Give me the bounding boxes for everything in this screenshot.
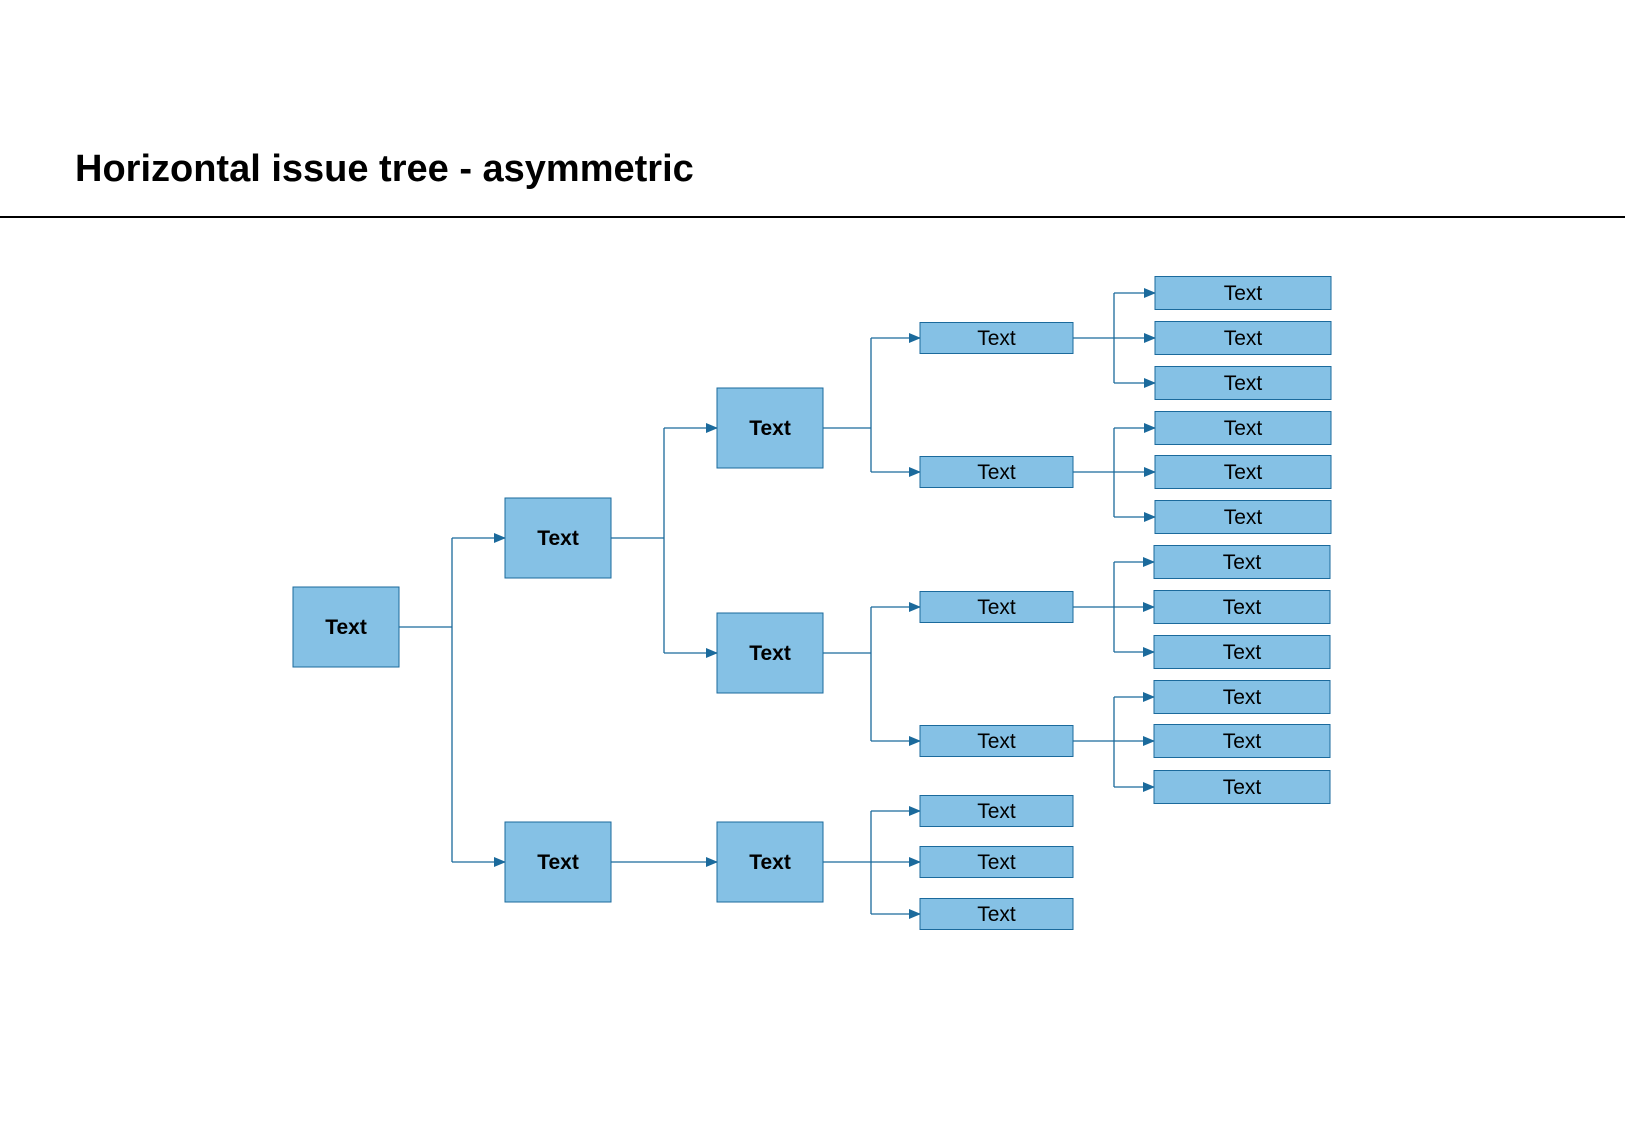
tree-node-box bbox=[919, 725, 1074, 757]
tree-node-label: Text bbox=[977, 327, 1016, 350]
tree-node-label: Text bbox=[749, 851, 791, 874]
tree-node-box bbox=[716, 387, 824, 469]
tree-node: Text bbox=[919, 591, 1074, 623]
tree-node-box bbox=[1153, 590, 1331, 624]
tree-node-box bbox=[919, 795, 1074, 827]
tree-node-box bbox=[1154, 321, 1332, 355]
tree-node-box bbox=[919, 846, 1074, 878]
tree-node-box bbox=[1153, 635, 1331, 669]
tree-node-box bbox=[1153, 770, 1331, 804]
tree-node: Text bbox=[1153, 590, 1331, 624]
tree-node-label: Text bbox=[1223, 686, 1262, 709]
title-divider bbox=[0, 216, 1625, 218]
tree-node: Text bbox=[504, 497, 612, 579]
tree-node: Text bbox=[919, 795, 1074, 827]
tree-node: Text bbox=[1153, 724, 1331, 758]
tree-node-label: Text bbox=[977, 461, 1016, 484]
tree-node-box bbox=[504, 821, 612, 903]
tree-node-box bbox=[1154, 500, 1332, 534]
tree-node-box bbox=[1153, 680, 1331, 714]
tree-node-label: Text bbox=[977, 851, 1016, 874]
tree-node-label: Text bbox=[1223, 776, 1262, 799]
nodes: TextTextTextTextTextTextTextTextTextText… bbox=[292, 276, 1332, 930]
tree-node-label: Text bbox=[977, 730, 1016, 753]
tree-node: Text bbox=[919, 846, 1074, 878]
tree-node-label: Text bbox=[1224, 327, 1263, 350]
tree-node-label: Text bbox=[537, 527, 579, 550]
tree-node-label: Text bbox=[1224, 461, 1263, 484]
tree-node: Text bbox=[1154, 500, 1332, 534]
tree-node: Text bbox=[292, 586, 400, 668]
tree-node: Text bbox=[919, 456, 1074, 488]
tree-node-label: Text bbox=[1224, 372, 1263, 395]
tree-node-label: Text bbox=[1223, 596, 1262, 619]
tree-node: Text bbox=[1154, 366, 1332, 400]
tree-node-box bbox=[919, 456, 1074, 488]
tree-node: Text bbox=[919, 898, 1074, 930]
tree-node-box bbox=[919, 591, 1074, 623]
tree-node-label: Text bbox=[977, 800, 1016, 823]
tree-node-label: Text bbox=[1224, 506, 1263, 529]
tree-node: Text bbox=[504, 821, 612, 903]
tree-node-box bbox=[716, 612, 824, 694]
tree-node: Text bbox=[1154, 455, 1332, 489]
tree-node: Text bbox=[1153, 770, 1331, 804]
tree-node-label: Text bbox=[977, 903, 1016, 926]
tree-node: Text bbox=[1153, 680, 1331, 714]
tree-node-box bbox=[716, 821, 824, 903]
tree-node-label: Text bbox=[977, 596, 1016, 619]
tree-node: Text bbox=[1154, 276, 1332, 310]
tree-node: Text bbox=[716, 387, 824, 469]
tree-node: Text bbox=[919, 322, 1074, 354]
tree-node-box bbox=[1154, 411, 1332, 445]
tree-node: Text bbox=[716, 612, 824, 694]
tree-node: Text bbox=[1153, 545, 1331, 579]
tree-node-label: Text bbox=[749, 642, 791, 665]
tree-node-label: Text bbox=[1223, 551, 1262, 574]
tree-node-label: Text bbox=[1224, 282, 1263, 305]
tree-node-label: Text bbox=[1223, 641, 1262, 664]
tree-node: Text bbox=[1154, 411, 1332, 445]
tree-node-label: Text bbox=[1224, 417, 1263, 440]
tree-node: Text bbox=[716, 821, 824, 903]
tree-node: Text bbox=[1154, 321, 1332, 355]
tree-node: Text bbox=[1153, 635, 1331, 669]
tree-node-box bbox=[1154, 276, 1332, 310]
connectors bbox=[399, 288, 1156, 919]
tree-node-label: Text bbox=[325, 616, 367, 639]
tree-node-label: Text bbox=[1223, 730, 1262, 753]
tree-node-box bbox=[1153, 545, 1331, 579]
tree-node-box bbox=[1154, 366, 1332, 400]
tree-node-label: Text bbox=[749, 417, 791, 440]
tree-node-label: Text bbox=[537, 851, 579, 874]
tree-node-box bbox=[292, 586, 400, 668]
tree-node-box bbox=[919, 322, 1074, 354]
tree-node-box bbox=[1153, 724, 1331, 758]
tree-node-box bbox=[504, 497, 612, 579]
page-title: Horizontal issue tree - asymmetric bbox=[75, 148, 694, 190]
tree-node: Text bbox=[919, 725, 1074, 757]
tree-node-box bbox=[1154, 455, 1332, 489]
tree-node-box bbox=[919, 898, 1074, 930]
